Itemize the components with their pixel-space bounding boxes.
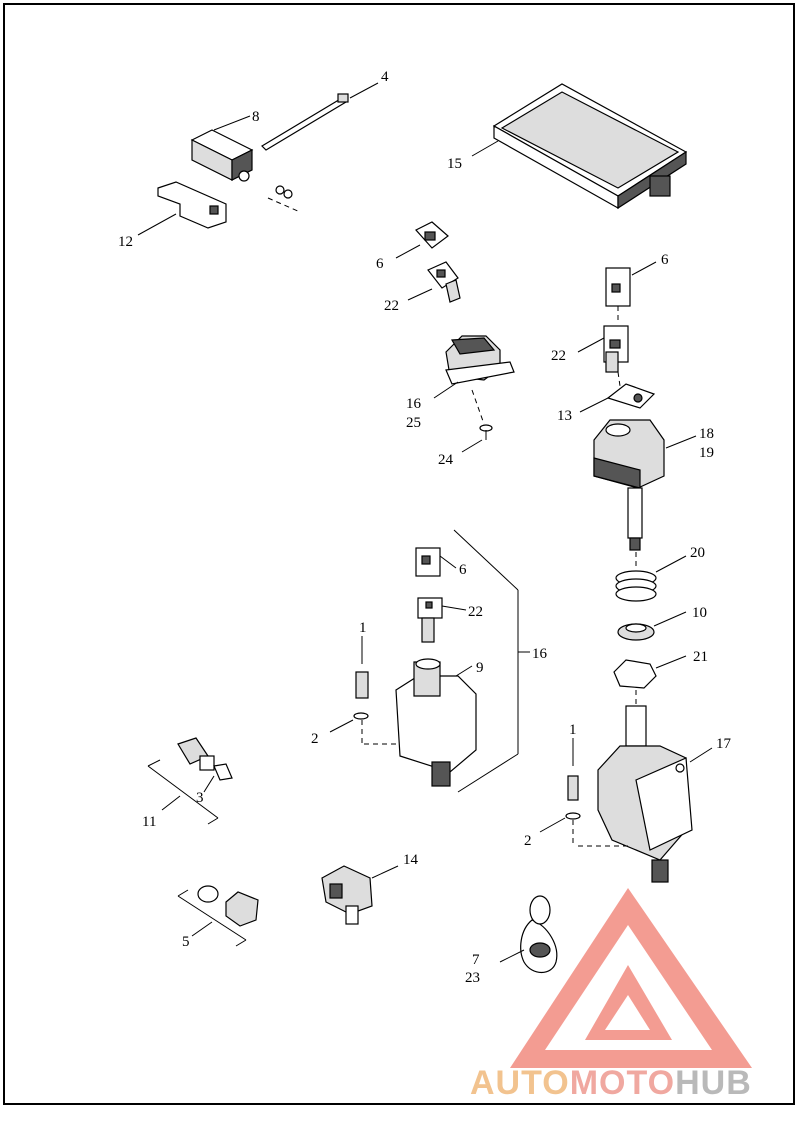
- callout-1: 1: [569, 722, 577, 738]
- diagram-frame: [3, 3, 795, 1105]
- callout-8: 8: [252, 109, 260, 125]
- wordmark-hub: HUB: [675, 1064, 752, 1102]
- callout-23: 23: [465, 970, 480, 986]
- part-22-key-top: [407, 261, 461, 303]
- wordmark-auto: AUTO: [470, 1064, 570, 1102]
- callout-12: 12: [118, 234, 133, 250]
- part-8-terminal-pins: [267, 185, 301, 213]
- part-21-retainer: [613, 655, 687, 706]
- part-22-key-middle: [417, 597, 467, 643]
- callout-2: 2: [524, 833, 532, 849]
- part-6-key-blank-top: [395, 221, 449, 259]
- automotohub-logo: [510, 888, 752, 1068]
- callout-22: 22: [551, 348, 566, 364]
- wordmark-moto: MOTO: [569, 1064, 676, 1102]
- callout-19: 19: [699, 445, 714, 461]
- part-17-ignition-switch-body: [578, 705, 713, 883]
- part-3-terminal: [203, 763, 233, 793]
- part-18-ignition-cover: [593, 419, 697, 570]
- callout-6: 6: [376, 256, 384, 272]
- callout-22: 22: [468, 604, 483, 620]
- callout-15: 15: [447, 156, 462, 172]
- callout-5: 5: [182, 934, 190, 950]
- part-5-plug-with-seal: [177, 885, 259, 947]
- part-14-switch: [321, 865, 399, 925]
- callout-21: 21: [693, 649, 708, 665]
- part-12-connector-lock: [137, 181, 227, 236]
- part-20-spring: [615, 555, 687, 602]
- callout-3: 3: [196, 790, 204, 806]
- callout-7: 7: [472, 952, 480, 968]
- callout-17: 17: [716, 736, 732, 752]
- callout-16: 16: [406, 396, 422, 412]
- callout-6: 6: [459, 562, 467, 578]
- callout-14: 14: [403, 852, 419, 868]
- part-1-bolt-right: [567, 738, 579, 801]
- callout-25: 25: [406, 415, 421, 431]
- automotohub-wordmark: AUTOMOTOHUB: [470, 1064, 752, 1103]
- part-22-key-right: [577, 325, 629, 387]
- part-2-washer-right: [539, 812, 581, 846]
- part-6-key-blank-middle: [415, 547, 457, 577]
- part-24-screw: [461, 424, 493, 453]
- part-13-cover-plate: [579, 383, 656, 413]
- part-16-ignition-switch-housing: [433, 335, 515, 425]
- part-8-connector: [190, 115, 254, 182]
- callout-4: 4: [381, 69, 389, 85]
- callout-22: 22: [384, 298, 399, 314]
- part-10-nut: [617, 611, 687, 641]
- part-2-washer-middle: [329, 712, 369, 744]
- callout-20: 20: [690, 545, 705, 561]
- callout-13: 13: [557, 408, 572, 424]
- part-4-cable-strap: [261, 82, 379, 151]
- part-9-lock-body: [364, 658, 477, 787]
- part-11-sensor-assembly: [147, 737, 219, 825]
- part-15-control-module: [471, 83, 688, 210]
- callout-1: 1: [359, 620, 367, 636]
- callout-10: 10: [692, 605, 707, 621]
- callout-11: 11: [142, 814, 156, 830]
- callout-16: 16: [532, 646, 548, 662]
- callout-6: 6: [661, 252, 669, 268]
- callout-2: 2: [311, 731, 319, 747]
- part-16-group-bracket: [453, 529, 530, 793]
- callout-labels: 4 8 15 12 6 22 6 22 16 25 13 18 19 24 20…: [118, 69, 732, 986]
- part-1-bolt-middle: [355, 636, 369, 699]
- callout-9: 9: [476, 660, 484, 676]
- callout-24: 24: [438, 452, 454, 468]
- part-6-key-blank-right: [605, 261, 657, 322]
- callout-18: 18: [699, 426, 714, 442]
- part-7-key-fob: [499, 895, 558, 974]
